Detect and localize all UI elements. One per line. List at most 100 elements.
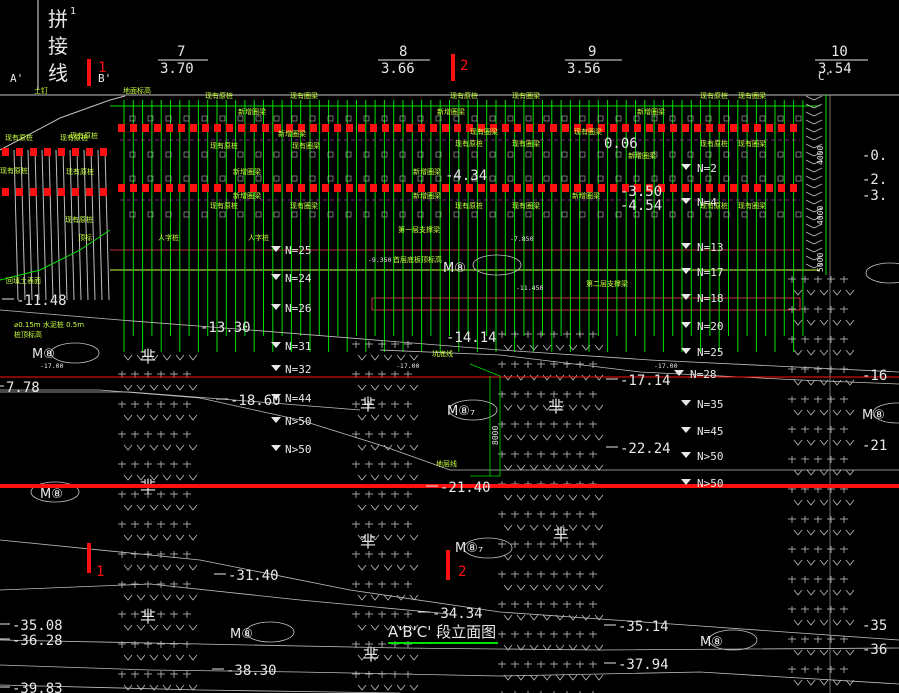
rock-hatch	[409, 624, 419, 631]
pile-cap-square	[597, 151, 604, 158]
red-beam-block-left	[2, 188, 9, 196]
right-edge-hatch	[805, 215, 823, 221]
pile-cap-square	[453, 115, 460, 122]
rock-hatch	[793, 559, 803, 566]
support-beam-box	[371, 297, 801, 311]
pile-cap-square	[651, 151, 658, 158]
pile-label: 新增圈梁	[572, 191, 600, 200]
svg-text:10: 10	[831, 44, 848, 60]
pile-label: 新增圈梁	[233, 191, 261, 200]
rock-hatch	[370, 564, 380, 571]
red-beam-block	[706, 124, 713, 132]
n-value-marker	[271, 394, 281, 400]
red-beam-block	[778, 184, 785, 192]
red-beam-block	[490, 124, 497, 132]
rock-hatch	[542, 524, 552, 531]
pile-label: 现有原桩	[205, 91, 233, 100]
rock-hatch	[123, 564, 133, 571]
rock-hatch	[149, 474, 159, 481]
red-beam-block-left	[30, 188, 37, 196]
pile-cap-square	[273, 211, 280, 218]
red-beam-block	[718, 124, 725, 132]
pile-label: 现有原桩	[66, 167, 94, 176]
pile-cap-square	[219, 211, 226, 218]
pile-cap-square	[543, 151, 550, 158]
pile-cap-square	[795, 115, 802, 122]
rock-hatch	[568, 494, 578, 501]
pile-cap-square	[615, 115, 622, 122]
rock-hatch	[409, 474, 419, 481]
red-beam-block	[706, 184, 713, 192]
stratum-boundary	[0, 583, 451, 615]
pile-cap-square	[327, 211, 334, 218]
pile-cap-square	[417, 175, 424, 182]
red-beam-block	[154, 184, 161, 192]
n-value-right: N=35	[697, 398, 724, 411]
pile-cap-square	[453, 175, 460, 182]
slope-pile	[20, 149, 26, 301]
rock-hatch	[396, 624, 406, 631]
rock-hatch	[149, 594, 159, 601]
seam-label-char-1: 拼	[48, 7, 68, 31]
red-beam-block	[166, 184, 173, 192]
red-beam-block	[718, 184, 725, 192]
rock-hatch	[845, 619, 855, 626]
right-edge-hatch	[805, 207, 823, 213]
rock-hatch	[542, 614, 552, 621]
pile-cap-square	[579, 175, 586, 182]
annotation-second-support: 第二层支撑梁	[586, 279, 628, 288]
pile-cap-square	[129, 211, 136, 218]
layer-elevation: -11.48	[16, 293, 67, 309]
soil-tag-ellipse	[872, 402, 899, 424]
rock-hatch	[516, 344, 526, 351]
slope-pile	[83, 149, 89, 301]
layer-elevation: -39.83	[12, 681, 63, 693]
pile-cap-square	[165, 211, 172, 218]
rock-hatch	[188, 504, 198, 511]
right-dimension: 5000	[816, 253, 825, 272]
right-edge-hatch	[805, 175, 823, 181]
pile-label: 现有原桩	[70, 131, 98, 140]
red-beam-block	[610, 184, 617, 192]
pile-grid	[0, 94, 899, 693]
rock-hatch	[409, 654, 419, 661]
pile-cap-square	[399, 115, 406, 122]
rock-hatch	[845, 439, 855, 446]
red-beam-block	[658, 184, 665, 192]
rock-hatch	[529, 674, 539, 681]
slope-pile	[90, 149, 96, 301]
red-beam-block	[790, 184, 797, 192]
rock-symbol: 芈	[360, 395, 376, 414]
rock-hatch	[555, 584, 565, 591]
rock-hatch	[396, 384, 406, 391]
pile-cap-square	[651, 175, 658, 182]
rock-hatch	[806, 439, 816, 446]
n-value-marker	[674, 370, 684, 376]
red-beam-block	[310, 124, 317, 132]
rock-hatch	[123, 384, 133, 391]
red-beam-block	[622, 124, 629, 132]
red-beam-block-left	[16, 148, 23, 156]
pile-cap-square	[579, 211, 586, 218]
n-value-marker	[681, 164, 691, 170]
rock-hatch	[396, 594, 406, 601]
rock-hatch	[806, 679, 816, 686]
annotation-stratum-line: 地层线	[436, 459, 457, 468]
red-beam-block	[586, 184, 593, 192]
rock-hatch	[503, 644, 513, 651]
stratum-boundary	[0, 391, 361, 411]
rock-hatch	[568, 524, 578, 531]
red-beam-block	[190, 184, 197, 192]
rock-hatch	[529, 644, 539, 651]
pile-cap-square	[561, 175, 568, 182]
rock-hatch	[555, 644, 565, 651]
red-beam-block	[670, 184, 677, 192]
soil-tag-ellipse	[708, 629, 758, 651]
rock-hatch	[175, 474, 185, 481]
pile-cap-square	[363, 151, 370, 158]
pile-cap-square	[291, 175, 298, 182]
rock-hatch	[409, 504, 419, 511]
red-beam-block	[406, 124, 413, 132]
pile-cap-square	[471, 175, 478, 182]
